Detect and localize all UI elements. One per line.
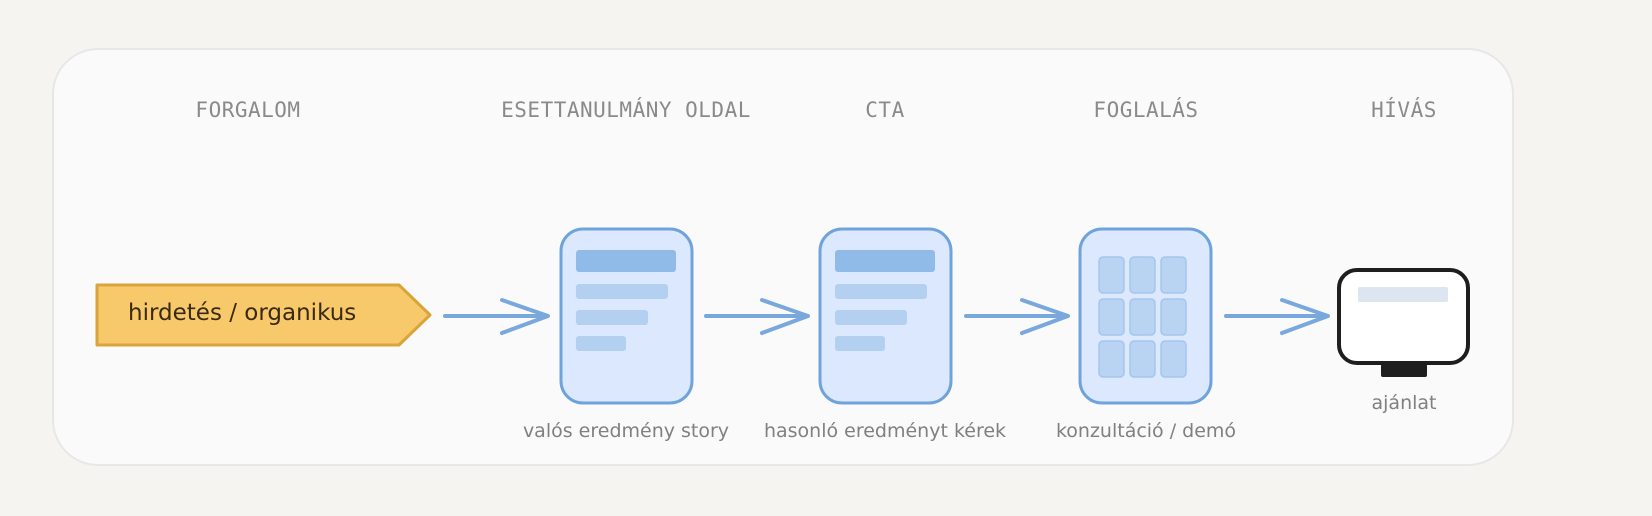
arrow-3 [964,298,1070,335]
arrow-4 [1224,298,1330,335]
calendar-grid-icon [1078,227,1213,405]
arrow-1 [443,298,550,335]
cta-document-icon [818,227,953,405]
heading-cta: CTA [865,98,905,122]
arrow-2 [704,298,810,335]
flow-panel [52,48,1514,466]
source-label: hirdetés / organikus [128,300,357,326]
heading-esettanulmany-oldal: ESETTANULMÁNY OLDAL [501,98,751,122]
caption-call: ajánlat [1371,392,1437,414]
caption-booking: konzultáció / demó [1055,420,1237,442]
caption-cta: hasonló eredményt kérek [763,420,1007,442]
monitor-icon [1337,268,1470,377]
heading-forgalom: FORGALOM [195,98,301,122]
heading-foglalas: FOGLALÁS [1093,98,1199,122]
caption-case-study: valós eredmény story [522,420,730,442]
pentagon-arrow-icon [95,283,432,347]
heading-hivas: HÍVÁS [1371,98,1437,122]
document-icon [559,227,694,405]
